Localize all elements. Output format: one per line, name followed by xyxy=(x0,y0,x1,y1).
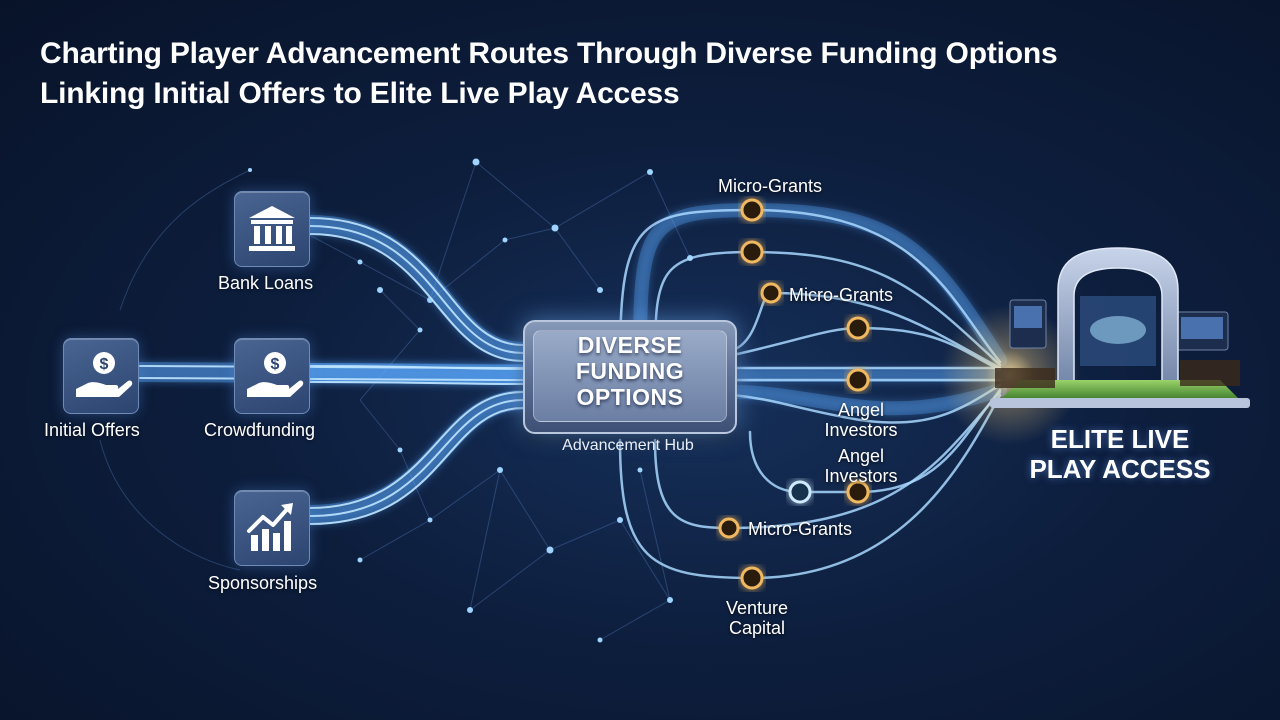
route-label-venture-capital: Venture Capital xyxy=(725,598,789,638)
route-node-2 xyxy=(740,240,764,264)
destination-label: ELITE LIVE PLAY ACCESS xyxy=(1010,424,1230,484)
destination-label-line-2: PLAY ACCESS xyxy=(1029,454,1211,484)
route-nodes xyxy=(718,198,870,590)
hand-coin-icon: $ xyxy=(247,352,304,397)
svg-text:$: $ xyxy=(271,356,280,373)
advancement-hub[interactable]: DIVERSE FUNDING OPTIONS xyxy=(523,320,737,434)
hub-title-line-1: DIVERSE xyxy=(577,332,683,358)
sponsorships-tile[interactable] xyxy=(234,490,310,566)
route-label-micro-grants-2: Micro-Grants xyxy=(789,285,894,305)
title-line-2: Linking Initial Offers to Elite Live Pla… xyxy=(40,77,680,110)
route-node-5 xyxy=(846,368,870,392)
bank-icon xyxy=(249,206,295,251)
stadium-icon xyxy=(940,247,1250,445)
route-node-7 xyxy=(846,480,870,504)
page-title: Charting Player Advancement Routes Throu… xyxy=(40,34,1250,114)
route-label-micro-grants-3: Micro-Grants xyxy=(748,519,853,539)
initial-offers-tile[interactable]: $ xyxy=(63,338,139,414)
svg-text:$: $ xyxy=(100,356,109,373)
route-node-8 xyxy=(718,517,740,539)
hub-face xyxy=(533,330,727,422)
bank-loans-tile[interactable] xyxy=(234,191,310,267)
growth-chart-icon xyxy=(247,503,293,551)
hub-title-line-2: FUNDING xyxy=(575,358,685,384)
hand-coin-icon: $ xyxy=(76,352,133,397)
title-line-1: Charting Player Advancement Routes Throu… xyxy=(40,37,1058,70)
route-label-angel-investors-2: Angel Investors xyxy=(824,446,898,486)
sponsorships-label: Sponsorships xyxy=(208,573,318,593)
route-label-angel-investors-1: Angel Investors xyxy=(824,400,898,440)
destination-label-line-1: ELITE LIVE xyxy=(1050,424,1190,454)
route-node-1 xyxy=(740,198,764,222)
initial-offers-label: Initial Offers xyxy=(44,420,140,440)
hub-title: DIVERSE FUNDING OPTIONS xyxy=(525,332,735,410)
route-label-micro-grants-1: Micro-Grants xyxy=(718,176,823,196)
hub-title-line-3: OPTIONS xyxy=(576,384,684,410)
crowdfunding-label: Crowdfunding xyxy=(204,420,316,440)
route-node-4 xyxy=(846,316,870,340)
incoming-flows xyxy=(130,215,533,525)
route-node-6 xyxy=(788,480,812,504)
hub-subtitle: Advancement Hub xyxy=(562,437,694,454)
crowdfunding-tile[interactable]: $ xyxy=(234,338,310,414)
bank-loans-label: Bank Loans xyxy=(218,273,314,293)
route-node-9 xyxy=(740,566,764,590)
route-node-3 xyxy=(760,282,782,304)
